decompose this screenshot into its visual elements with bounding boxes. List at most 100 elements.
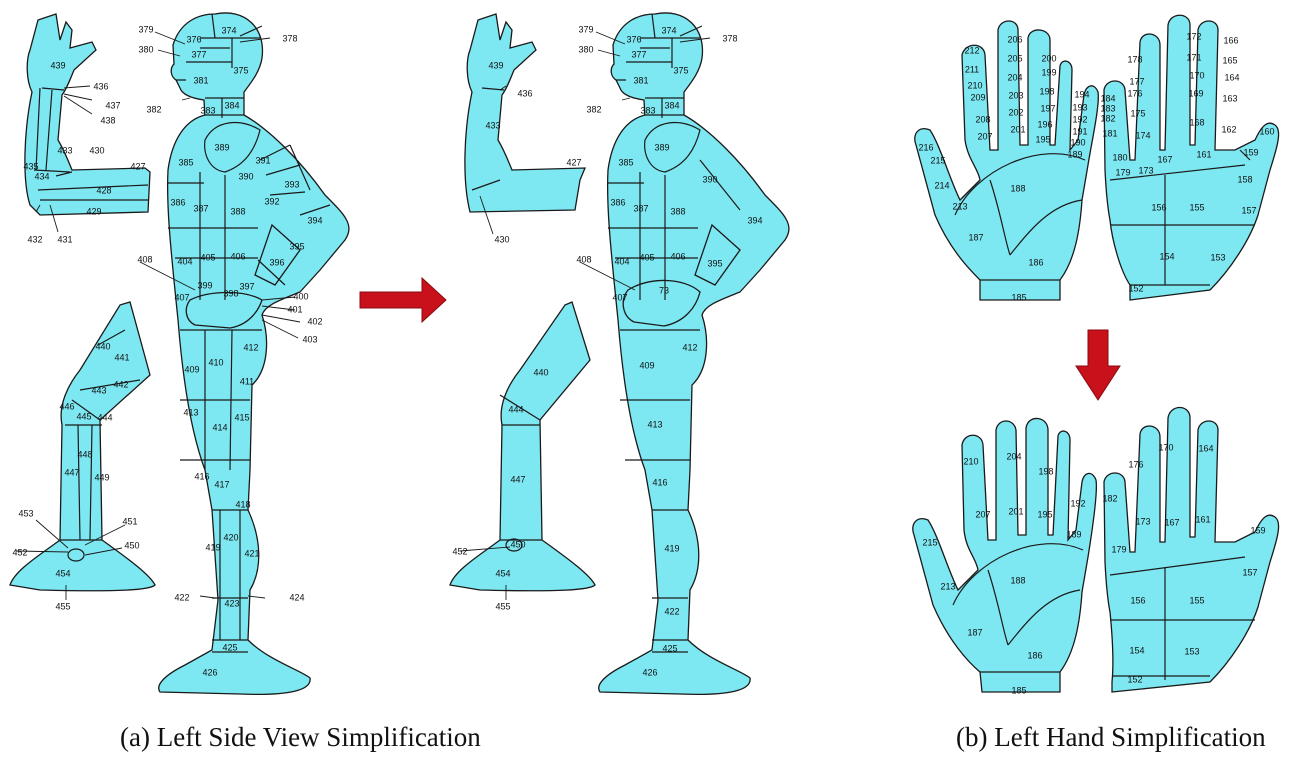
segment-label: 204 <box>1006 451 1021 461</box>
segment-label: 207 <box>977 131 992 141</box>
segment-label: 428 <box>96 185 111 195</box>
segment-label: 186 <box>1027 650 1042 660</box>
segment-label: 411 <box>240 376 254 386</box>
segment-label: 444 <box>508 404 523 414</box>
segment-label: 402 <box>307 316 322 326</box>
caption-left-side-view: (a) Left Side View Simplification <box>120 722 481 753</box>
segment-label: 73 <box>659 285 669 295</box>
segment-label: 192 <box>1072 114 1087 124</box>
segment-label: 391 <box>255 155 270 165</box>
caption-left-hand: (b) Left Hand Simplification <box>956 722 1266 753</box>
segment-label: 174 <box>1135 130 1150 140</box>
segment-label: 377 <box>631 49 646 59</box>
segment-label: 393 <box>284 179 299 189</box>
segment-label: 416 <box>194 471 209 481</box>
segment-label: 444 <box>97 412 112 422</box>
segment-label: 413 <box>183 407 198 417</box>
segment-label: 159 <box>1243 147 1258 157</box>
segment-label: 433 <box>57 145 72 155</box>
segment-label: 375 <box>673 65 688 75</box>
segment-label: 439 <box>50 60 65 70</box>
segment-label: 202 <box>1008 107 1023 117</box>
segment-label: 436 <box>517 88 532 98</box>
segment-label: 212 <box>964 45 979 55</box>
segment-label: 157 <box>1241 205 1256 215</box>
segment-label: 423 <box>224 598 239 608</box>
segment-label: 394 <box>747 215 762 225</box>
segment-label: 440 <box>95 341 110 351</box>
segment-label: 199 <box>1041 67 1056 77</box>
segment-label: 445 <box>76 411 91 421</box>
segment-label: 386 <box>610 197 625 207</box>
segment-label: 417 <box>214 479 229 489</box>
segment-label: 425 <box>222 642 237 652</box>
segment-label: 447 <box>510 474 525 484</box>
segment-label: 186 <box>1028 257 1043 267</box>
segment-label: 211 <box>965 64 979 74</box>
segment-label: 396 <box>269 257 284 267</box>
segment-label: 189 <box>1067 149 1082 159</box>
segment-label: 161 <box>1195 514 1210 524</box>
segment-label: 173 <box>1138 165 1153 175</box>
segment-label: 153 <box>1210 252 1225 262</box>
segment-label: 182 <box>1102 493 1117 503</box>
segment-label: 429 <box>86 206 101 216</box>
segment-label: 385 <box>618 157 633 167</box>
segment-label: 446 <box>59 401 74 411</box>
segment-label: 433 <box>485 120 500 130</box>
segment-label: 430 <box>494 234 509 244</box>
segment-label: 161 <box>1196 149 1211 159</box>
segment-label: 448 <box>77 449 92 459</box>
segment-label: 170 <box>1189 70 1204 80</box>
segment-label: 193 <box>1072 102 1087 112</box>
segment-label: 406 <box>230 251 245 261</box>
segment-label: 379 <box>138 24 153 34</box>
segment-label: 384 <box>664 100 679 110</box>
segment-label: 169 <box>1188 88 1203 98</box>
segment-label: 198 <box>1038 466 1053 476</box>
segment-label: 189 <box>1066 529 1081 539</box>
segment-label: 179 <box>1111 544 1126 554</box>
segment-label: 388 <box>230 206 245 216</box>
segment-label: 216 <box>918 142 933 152</box>
segment-label: 416 <box>652 477 667 487</box>
segment-label: 178 <box>1127 54 1142 64</box>
segment-label: 383 <box>640 105 655 115</box>
segment-label: 412 <box>243 342 258 352</box>
segment-label: 378 <box>722 33 737 43</box>
segment-label: 437 <box>105 100 120 110</box>
segment-label: 431 <box>57 234 72 244</box>
segment-label: 152 <box>1128 283 1143 293</box>
segment-label: 419 <box>205 542 220 552</box>
segment-label: 190 <box>1070 137 1085 147</box>
segment-label: 439 <box>488 60 503 70</box>
segment-label: 206 <box>1007 34 1022 44</box>
segment-label: 214 <box>934 180 949 190</box>
segment-label: 408 <box>137 254 152 264</box>
segment-label: 179 <box>1115 167 1130 177</box>
segment-label: 376 <box>186 34 201 44</box>
segment-label: 380 <box>138 44 153 54</box>
segment-label: 403 <box>302 334 317 344</box>
segment-label: 418 <box>235 499 250 509</box>
segment-label: 427 <box>566 157 581 167</box>
segment-label: 454 <box>495 568 510 578</box>
segment-label: 440 <box>533 367 548 377</box>
segment-label: 183 <box>1100 103 1115 113</box>
segment-label: 204 <box>1007 72 1022 82</box>
segment-label: 414 <box>212 422 227 432</box>
segment-label: 430 <box>89 145 104 155</box>
segment-label: 425 <box>662 643 677 653</box>
segment-label: 188 <box>1010 183 1025 193</box>
segment-label: 453 <box>18 508 33 518</box>
segment-label: 195 <box>1037 509 1052 519</box>
segment-label: 188 <box>1010 575 1025 585</box>
segment-label: 407 <box>174 292 189 302</box>
segment-label: 404 <box>614 256 629 266</box>
simplified-hand-left <box>913 418 1097 692</box>
segment-label: 455 <box>55 601 70 611</box>
segment-label: 185 <box>1011 685 1026 695</box>
segment-label: 426 <box>202 667 217 677</box>
segment-label: 158 <box>1237 174 1252 184</box>
segment-label: 419 <box>664 543 679 553</box>
